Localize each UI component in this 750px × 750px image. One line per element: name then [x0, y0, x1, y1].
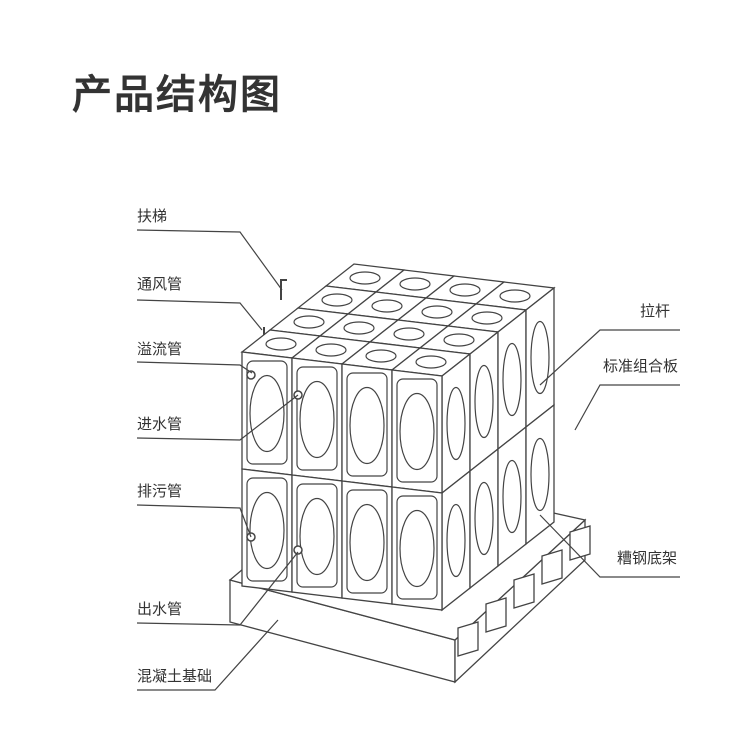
leader-line: [574, 384, 680, 431]
manhole-cover: [365, 349, 397, 363]
manhole-cover: [443, 333, 475, 347]
label-vent-pipe: 通风管: [137, 275, 183, 293]
label-drain-pipe: 排污管: [137, 482, 183, 500]
manhole-cover: [371, 299, 403, 313]
panel-bulge: [299, 380, 335, 459]
manhole-cover: [265, 337, 297, 351]
leader-line: [136, 229, 283, 291]
leader-line: [136, 299, 263, 331]
panel-bulge: [446, 386, 466, 461]
page-title: 产品结构图: [72, 72, 282, 118]
label-standard-panel: 标准组合板: [603, 357, 679, 375]
manhole-cover: [415, 355, 447, 369]
panel-bulge: [530, 437, 550, 512]
panel-bulge: [249, 374, 285, 453]
leader-line: [539, 329, 680, 386]
manhole-cover: [349, 271, 381, 285]
panel-bulge: [399, 509, 435, 588]
leader-line: [136, 551, 299, 626]
label-inlet-pipe: 进水管: [137, 415, 183, 433]
channel-steel-beam: [457, 621, 479, 657]
ladder-vent-icon: [263, 279, 287, 335]
panel-bulge: [530, 320, 550, 395]
leader-line: [137, 619, 279, 691]
channel-steel-beam: [485, 597, 507, 633]
leader-line: [136, 504, 252, 538]
manhole-cover: [315, 343, 347, 357]
panel-bulge: [349, 386, 385, 465]
channel-steel-beam: [513, 573, 535, 609]
panel-bulge: [474, 364, 494, 439]
manhole-cover: [399, 277, 431, 291]
manhole-cover: [393, 327, 425, 341]
manhole-cover: [343, 321, 375, 335]
label-overflow-pipe: 溢流管: [137, 340, 183, 358]
label-tie-rod: 拉杆: [640, 302, 671, 320]
channel-steel-beam: [541, 549, 563, 585]
pipe-port-icon: [246, 370, 256, 380]
leader-line: [136, 361, 253, 374]
panel-bulge: [474, 481, 494, 556]
label-concrete-foundation: 混凝土基础: [137, 667, 213, 685]
panel-bulge: [502, 459, 522, 534]
channel-steel-beam: [569, 525, 591, 561]
manhole-cover: [449, 283, 481, 297]
pipe-port-icon: [293, 545, 303, 555]
panel-bulge: [299, 497, 335, 576]
manhole-cover: [421, 305, 453, 319]
label-ladder: 扶梯: [137, 207, 168, 225]
panel-bulge: [249, 491, 285, 570]
manhole-cover: [471, 311, 503, 325]
panel-bulge: [446, 503, 466, 578]
panel-bulge: [349, 503, 385, 582]
manhole-cover: [321, 293, 353, 307]
manhole-cover: [499, 289, 531, 303]
panel-bulge: [502, 342, 522, 417]
panel-bulge: [399, 392, 435, 471]
label-channel-steel-base: 糟钢底架: [617, 549, 678, 567]
leader-line: [539, 514, 680, 578]
label-outlet-pipe: 出水管: [137, 600, 183, 618]
manhole-cover: [293, 315, 325, 329]
leader-line: [136, 394, 299, 441]
